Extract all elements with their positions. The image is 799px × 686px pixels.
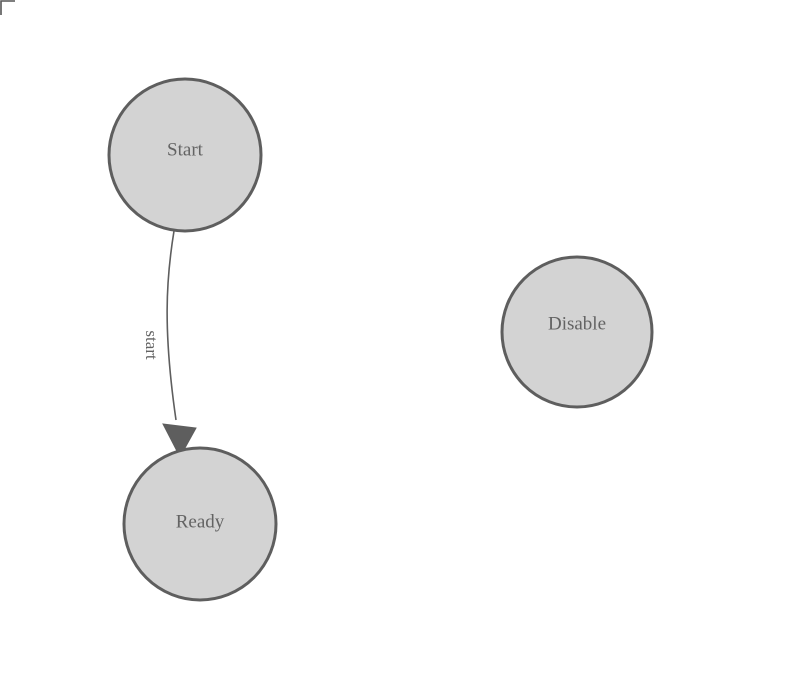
edge-line [166, 230, 177, 421]
node-disable-label: Disable [548, 313, 606, 334]
node-start-circle[interactable] [107, 77, 263, 233]
edge-label-start: start [142, 330, 161, 360]
node-disable[interactable]: Disable [500, 255, 654, 409]
node-disable-circle[interactable] [500, 255, 654, 409]
crop-corner-mark-icon [0, 0, 15, 15]
node-start-label: Start [167, 139, 204, 160]
node-start[interactable]: Start [107, 77, 263, 233]
node-ready-circle[interactable] [122, 446, 278, 602]
edge-start-to-ready[interactable]: start [142, 230, 197, 459]
arrowhead-icon [162, 423, 197, 459]
node-ready[interactable]: Ready [122, 446, 278, 602]
node-ready-label: Ready [176, 511, 225, 532]
